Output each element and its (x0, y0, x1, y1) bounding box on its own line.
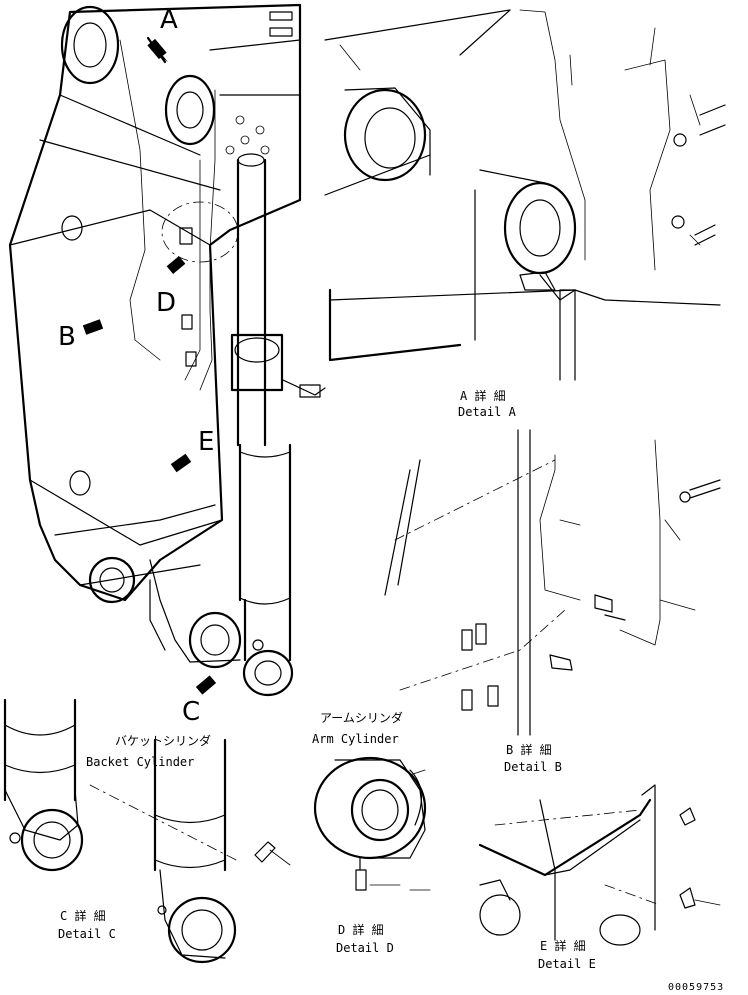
detail-b-jp: B 詳 細 (506, 742, 552, 757)
detail-c-jp: C 詳 細 (60, 908, 106, 923)
view-b-letter: B (58, 322, 76, 352)
view-e-letter: E (198, 427, 214, 457)
bucket-cylinder-jp: バケットシリンダ (115, 733, 211, 748)
detail-e-jp: E 詳 細 (540, 938, 586, 953)
cylinder-main (230, 153, 326, 697)
detail-d-drawing (313, 756, 431, 891)
arm-cylinder-en: Arm Cylinder (312, 732, 399, 746)
view-markers: A B D E C (58, 5, 217, 727)
detail-c-drawing (3, 698, 291, 964)
view-a-letter: A (160, 5, 178, 35)
detail-e-en: Detail E (538, 957, 596, 971)
bucket-cylinder-en: Backet Cylinder (86, 755, 194, 769)
detail-c-en: Detail C (58, 927, 116, 941)
detail-a-en: Detail A (458, 405, 517, 419)
detail-b-en: Detail B (504, 760, 562, 774)
arm-cylinder-jp: アームシリンダ (320, 710, 403, 725)
arm-assembly (8, 3, 302, 669)
detail-a-drawing (324, 9, 726, 381)
view-d-letter: D (156, 288, 176, 318)
detail-d-en: Detail D (336, 941, 394, 955)
detail-a-jp: A 詳 細 (460, 388, 506, 403)
detail-e-drawing (478, 784, 721, 946)
view-c-letter: C (182, 697, 200, 727)
detail-b-drawing (384, 429, 721, 736)
drawing-number: 00059753 (668, 982, 724, 993)
detail-d-jp: D 詳 細 (338, 922, 384, 937)
